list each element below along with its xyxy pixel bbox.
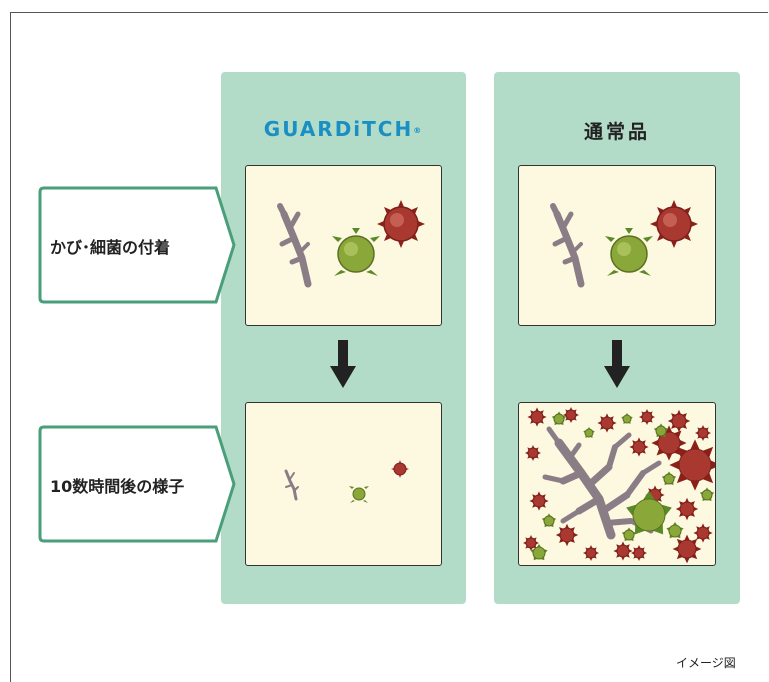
red-spiky-bacteria-icon [391, 460, 409, 478]
down-arrow-icon-right [604, 340, 630, 388]
image-caption: イメージ図 [676, 656, 736, 670]
red-spiky-bacteria-icon [597, 413, 617, 433]
red-spiky-bacteria-icon [631, 545, 647, 561]
green-bacteria-icon [661, 471, 677, 486]
green-bacteria-icon [621, 527, 637, 542]
green-bacteria-icon [551, 411, 567, 426]
green-bacteria-icon [332, 228, 380, 276]
red-spiky-bacteria-icon [613, 541, 633, 561]
mold-branch-icon [277, 203, 312, 288]
red-spiky-bacteria-icon [672, 534, 702, 564]
green-bacteria-icon [653, 423, 669, 438]
guarditch-logo: GUARDiTCH® [263, 117, 424, 141]
green-bacteria-icon [621, 413, 633, 424]
label-arrow-box-row1 [38, 186, 236, 304]
red-spiky-bacteria-icon [695, 425, 711, 441]
red-spiky-bacteria-icon [639, 409, 655, 425]
red-spiky-bacteria-icon [555, 523, 579, 547]
red-spiky-bacteria-icon [529, 491, 549, 511]
red-spiky-bacteria-icon [583, 545, 599, 561]
green-bacteria-icon [541, 513, 557, 528]
red-spiky-bacteria-icon [675, 497, 699, 521]
green-bacteria-icon [605, 228, 653, 276]
green-bacteria-icon [699, 487, 715, 502]
green-bacteria-icon [583, 427, 595, 438]
red-spiky-bacteria-icon [650, 200, 698, 248]
red-spiky-bacteria-icon [377, 200, 425, 248]
green-bacteria-icon [666, 522, 684, 539]
mold-branch-icon [284, 469, 299, 501]
down-arrow-icon-left [330, 340, 356, 388]
red-spiky-bacteria-icon [527, 407, 547, 427]
red-spiky-bacteria-icon [693, 523, 713, 543]
label-attachment: かび･細菌の付着 [50, 238, 171, 257]
normal-product-title: 通常品 [583, 121, 650, 143]
red-spiky-bacteria-icon [563, 407, 579, 423]
red-spiky-bacteria-icon [667, 409, 691, 433]
green-bacteria-icon [349, 486, 369, 503]
normal-initial-panel [518, 165, 716, 326]
red-spiky-bacteria-icon [525, 445, 541, 461]
normal-after-panel [518, 402, 716, 566]
guarditch-after-panel [245, 402, 442, 566]
green-bacteria-icon [530, 544, 548, 561]
guarditch-initial-panel [245, 165, 442, 326]
red-spiky-bacteria-icon [669, 439, 715, 491]
diagram-frame [10, 12, 768, 682]
red-spiky-bacteria-icon [629, 437, 649, 457]
mold-branch-icon [550, 203, 585, 288]
label-arrow-box-row2 [38, 425, 236, 543]
red-spiky-bacteria-icon [523, 535, 539, 551]
green-bacteria-icon [626, 491, 672, 535]
label-after-hours: 10数時間後の様子 [50, 477, 185, 496]
